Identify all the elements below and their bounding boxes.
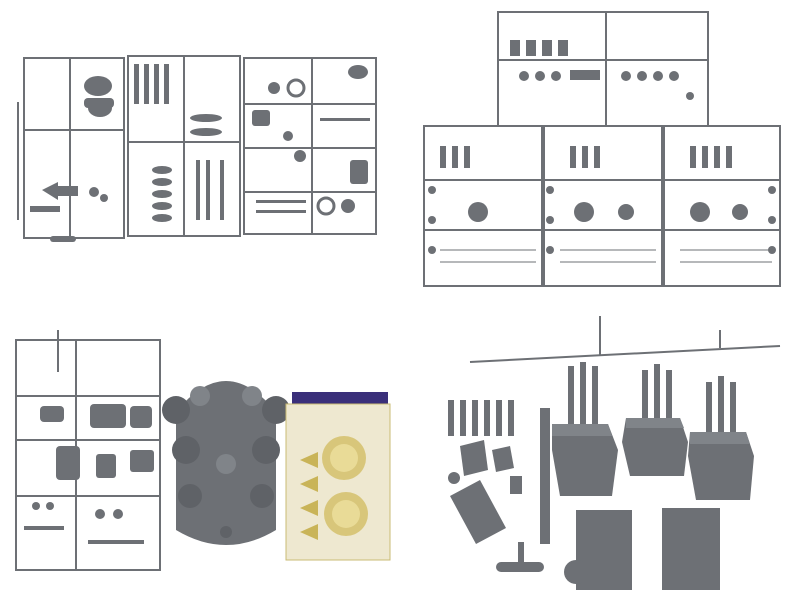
sprue-photo-top-left	[0, 0, 400, 300]
turret-2	[622, 364, 688, 476]
turret-base-part	[162, 381, 290, 545]
sprue-frame-lower-3	[663, 125, 781, 287]
sprue-frame-right	[243, 57, 377, 235]
turret-1	[552, 362, 618, 496]
photo-etch-sheet	[285, 392, 391, 561]
turret-3	[688, 376, 754, 500]
sprue-frame-bottom-left	[15, 339, 161, 571]
sprue-photo-bottom-right	[400, 300, 800, 600]
sprue-frame-lower-1	[423, 125, 543, 287]
sprue-frame-lower-2	[543, 125, 663, 287]
sprue-frame-upper	[497, 11, 709, 127]
sprue-photo-top-right	[400, 0, 800, 300]
sprue-photo-bottom-left	[0, 300, 400, 600]
